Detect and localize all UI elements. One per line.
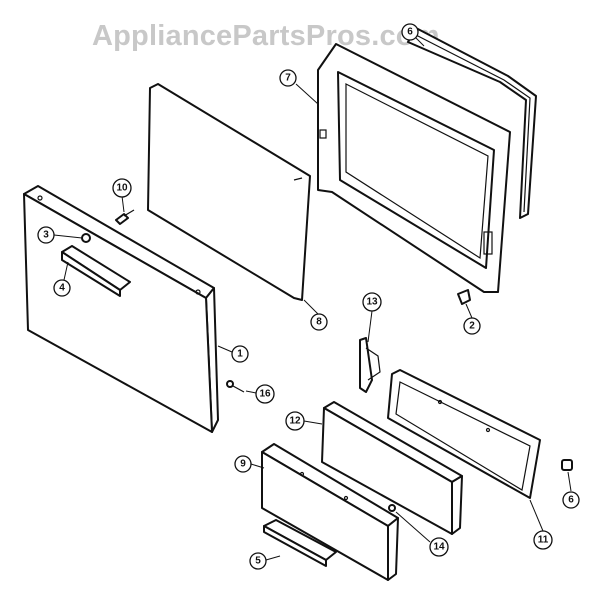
callout-6-right: 6 [562, 491, 580, 509]
callout-12: 12 [285, 411, 305, 431]
callout-7: 7 [279, 69, 297, 87]
svg-text:11: 11 [538, 535, 549, 546]
part-screw-16[interactable] [226, 380, 245, 393]
svg-text:3: 3 [43, 230, 49, 241]
callout-9: 9 [234, 455, 252, 473]
part-drawer-back-panel[interactable] [387, 369, 541, 499]
part-screw-14[interactable] [388, 504, 396, 512]
watermark-text: AppliancePartsPros.com [92, 20, 440, 52]
part-glass-panel[interactable] [147, 83, 311, 301]
callout-3: 3 [37, 226, 55, 244]
svg-text:8: 8 [316, 317, 322, 328]
callout-5: 5 [249, 552, 267, 570]
callout-6-top: 6 [401, 23, 419, 41]
part-door-frame[interactable] [317, 43, 511, 293]
callout-13: 13 [362, 292, 382, 312]
svg-text:6: 6 [568, 495, 574, 506]
part-drawer-front-panel[interactable] [261, 443, 399, 581]
svg-text:14: 14 [433, 542, 445, 553]
svg-text:12: 12 [289, 416, 301, 427]
part-hinge-clip[interactable] [457, 289, 471, 305]
svg-text:2: 2 [469, 321, 475, 332]
svg-text:6: 6 [407, 27, 413, 38]
callout-10: 10 [112, 178, 132, 198]
svg-text:13: 13 [366, 297, 378, 308]
svg-text:7: 7 [285, 73, 291, 84]
svg-text:10: 10 [116, 183, 128, 194]
callout-1: 1 [231, 345, 249, 363]
leader-lines [53, 37, 572, 561]
callout-11: 11 [533, 530, 553, 550]
svg-text:1: 1 [237, 349, 243, 360]
callout-2: 2 [463, 317, 481, 335]
svg-text:9: 9 [240, 459, 246, 470]
part-bracket[interactable] [359, 337, 381, 393]
part-nut-3[interactable] [81, 233, 91, 243]
callout-8: 8 [310, 313, 328, 331]
svg-text:5: 5 [255, 556, 261, 567]
callout-14: 14 [429, 537, 449, 557]
part-door-handle[interactable] [61, 245, 131, 297]
part-drawer-handle[interactable] [263, 519, 337, 567]
callout-4: 4 [53, 279, 71, 297]
svg-text:4: 4 [59, 283, 65, 294]
svg-text:16: 16 [259, 389, 271, 400]
callout-16: 16 [255, 384, 275, 404]
part-drawer-inner-panel[interactable] [321, 401, 463, 535]
part-knob-6[interactable] [561, 459, 573, 471]
part-screw-10[interactable] [115, 209, 135, 225]
part-gasket[interactable] [407, 27, 537, 219]
